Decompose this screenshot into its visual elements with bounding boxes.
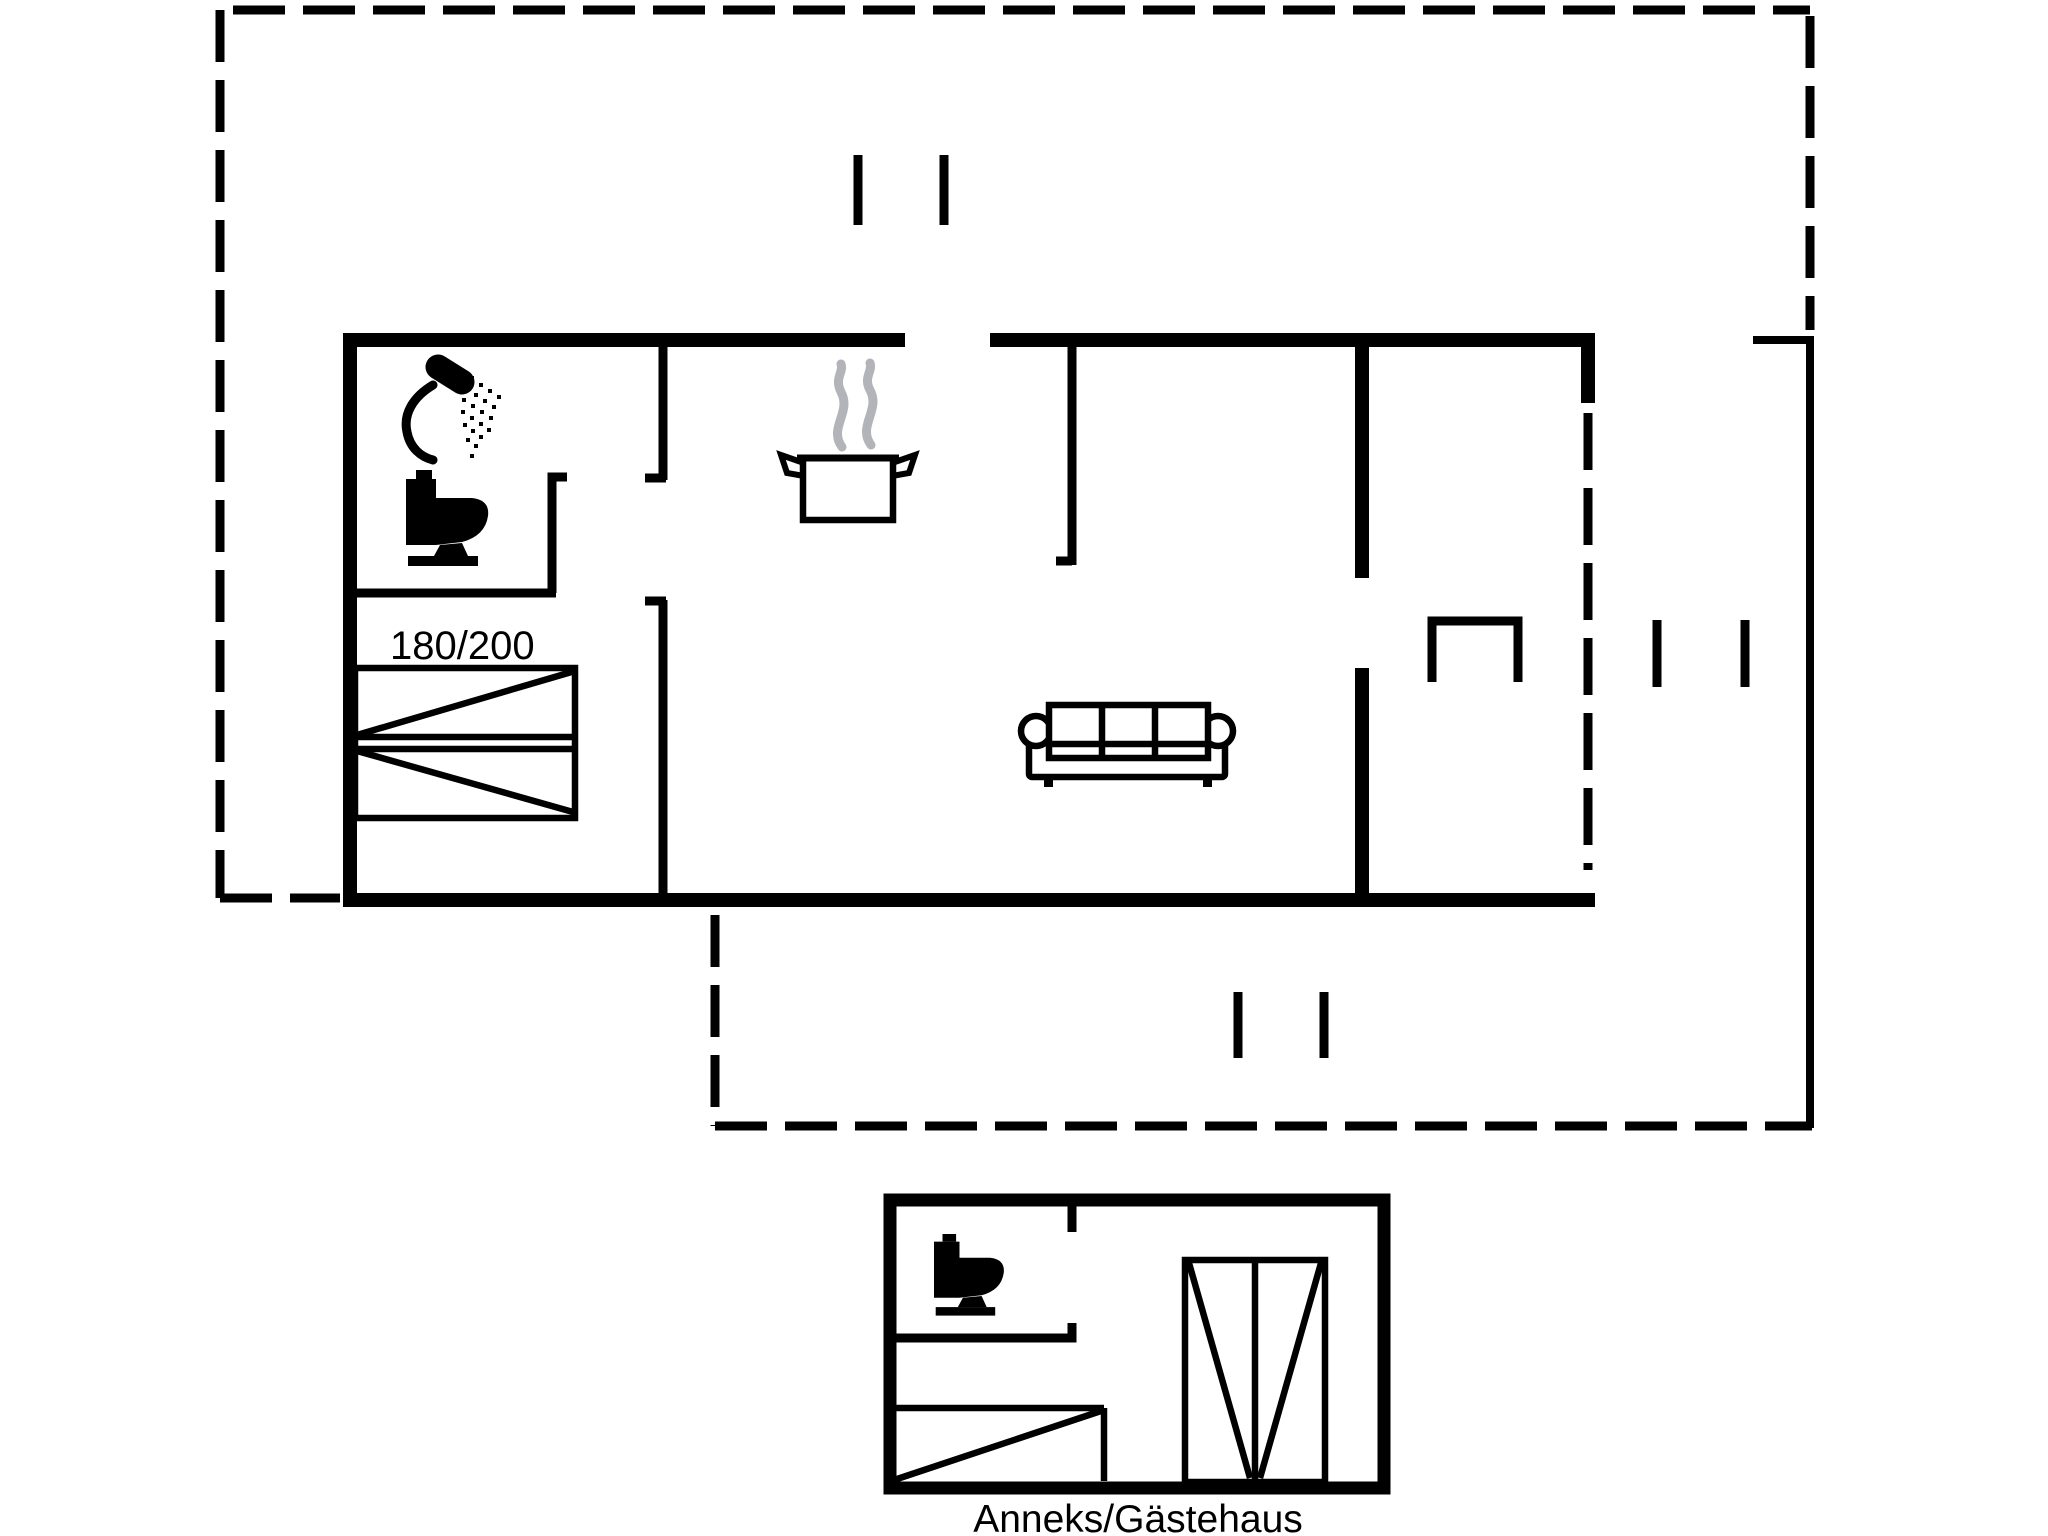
bedroom-right-wall [645,596,668,895]
shower-head [425,354,475,395]
steam-wisp-right [862,358,878,450]
toilet-icon [406,470,489,566]
terrace-dashed-outline [215,5,1815,1131]
annex-toilet-wall-lower [891,1323,1077,1343]
annex-label: Anneks/Gästehaus [973,1498,1303,1536]
steam-icon [833,358,878,452]
shower-spray-dots [461,376,501,458]
interior-thin-walls [357,347,1523,895]
right-boundary-line [1753,336,1814,1128]
annex-interior-walls [891,1206,1077,1343]
annex-walls [883,1193,1391,1495]
wardrobe-door-left-diagonal [1185,1262,1254,1479]
shower-hose [401,380,438,465]
fireplace-niche-icon [1427,616,1523,682]
bed-diagonal-bottom [356,747,574,816]
cooking-pot-icon [776,358,920,524]
sofa [1017,701,1237,787]
window-opening-marks [853,155,1750,1058]
wall-left-top [343,333,905,907]
wardrobe-door-right-diagonal [1256,1262,1325,1479]
kitchen-wall [1056,347,1077,566]
annex-bed-diagonal [892,1407,1103,1484]
sofa-leg-left [1044,777,1053,787]
sofa-leg-right [1203,777,1212,787]
shower-icon [401,354,501,465]
wall-top-right [990,333,1595,403]
house-walls [343,333,1595,907]
bathroom-right-wall-upper [645,347,668,483]
sofa-back [1045,701,1212,762]
double-bed [351,664,579,822]
steam-wisp-left [833,359,849,452]
bed-diagonal-top [356,667,576,739]
bed-size-label: 180/200 [390,624,535,668]
annex-single-bed [891,1404,1108,1484]
toilet-screen-wall [547,472,567,593]
annex-toilet-icon [934,1234,1004,1316]
wardrobe-icon [1181,1256,1329,1486]
annex [883,1193,1391,1495]
pot-body [799,454,897,524]
bed-outline [351,664,579,822]
